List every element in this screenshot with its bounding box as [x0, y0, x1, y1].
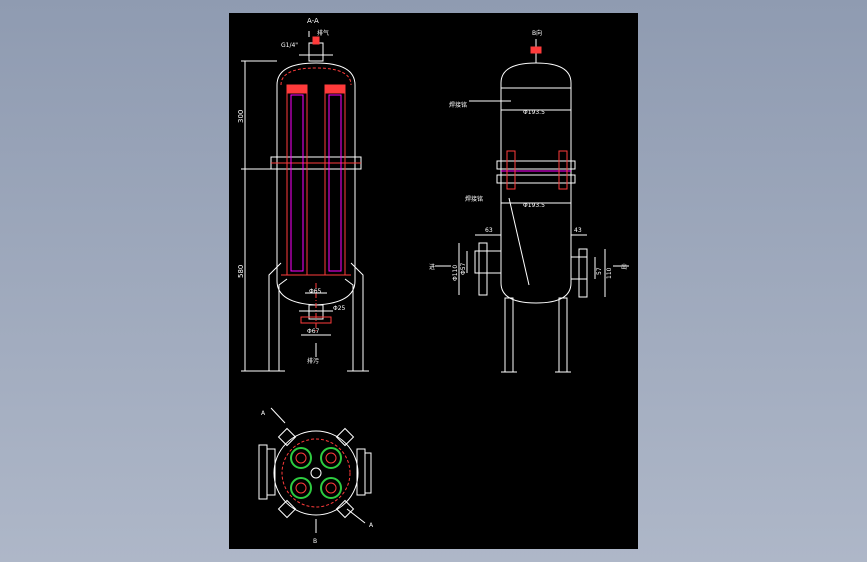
dim-outlet-inner: Φ65 — [309, 288, 322, 295]
view-b-top-head — [500, 62, 572, 84]
view-b-bottom-head — [500, 282, 572, 304]
nameplate-label-1: 焊接铭 — [449, 101, 467, 109]
element-core-3 — [295, 482, 307, 494]
top-head — [276, 62, 356, 86]
outlet-label: 出 — [621, 263, 627, 271]
element-circle-2 — [320, 447, 342, 469]
dim-outlet-flange: Φ25 — [333, 305, 346, 312]
leg-left-inner — [278, 278, 288, 371]
view-b-flange-upper — [496, 160, 576, 170]
view-b-leg-right — [558, 297, 568, 373]
vent-nozzle — [308, 42, 324, 62]
element-circle-1 — [290, 447, 312, 469]
inlet-nozzle — [474, 250, 502, 274]
filter-element-2-core — [328, 94, 342, 272]
center-drain — [310, 467, 322, 479]
view-b-label: B向 — [532, 29, 542, 37]
top-view-leg-bl — [277, 499, 297, 519]
top-view-flange-outer — [273, 430, 359, 516]
thread-spec-label: G1/4" — [281, 42, 298, 49]
element-2-top-cap — [324, 84, 346, 94]
leg-right-inner — [344, 278, 354, 371]
view-b-elevation — [435, 39, 629, 373]
view-b-flange-lower — [496, 174, 576, 184]
dim-nozzle-right-d2-text: 110 — [606, 267, 613, 279]
top-vent-valve — [530, 46, 542, 54]
top-view-nozzle-left-flange — [258, 444, 268, 500]
top-view-leg-tl — [277, 427, 297, 447]
bolt-right — [558, 150, 568, 190]
top-head-inner — [280, 67, 352, 86]
dim-nozzle-left-len-text: 63 — [485, 227, 493, 234]
drawing-sheet: A-A 排气 G1/4" 300 580 Φ65 Φ25 Φ67 排污 — [229, 13, 638, 549]
dim-lower-height: 580 — [237, 265, 245, 278]
nameplate-leader-2 — [508, 197, 530, 286]
section-line-a-top — [270, 407, 286, 424]
dim-bottom-flange: Φ67 — [307, 328, 320, 335]
element-core-1 — [295, 452, 307, 464]
section-line-a-bottom — [346, 508, 366, 524]
filter-element-2 — [324, 90, 346, 276]
vent-cap — [312, 36, 320, 45]
filter-element-1-core — [290, 94, 304, 272]
filter-element-1 — [286, 90, 308, 276]
element-core-2 — [325, 452, 337, 464]
nameplate-label-2: 焊接铭 — [465, 195, 483, 203]
element-1-top-cap — [286, 84, 308, 94]
dim-nozzle-right-len-text: 43 — [574, 227, 582, 234]
top-view-leg-tr — [335, 427, 355, 447]
top-view — [258, 407, 372, 533]
inlet-flange — [478, 242, 488, 296]
dim-upper-height: 300 — [237, 110, 245, 123]
dim-nozzle-left-d1-text: Φ110 — [452, 265, 459, 281]
vent-label: 排气 — [317, 29, 329, 37]
dim-nozzle-left-d2-text: Φ57 — [460, 262, 467, 275]
dim-shell-1-text: Φ193.5 — [523, 109, 545, 116]
outlet-flange — [578, 248, 588, 298]
section-marker-a1: A — [261, 410, 266, 417]
section-view-a-a — [241, 31, 369, 372]
top-view-bolt-circle — [281, 438, 351, 508]
section-marker-a2: A — [369, 522, 374, 529]
element-core-4 — [325, 482, 337, 494]
section-title: A-A — [307, 17, 319, 25]
drain-label: 排污 — [307, 357, 319, 365]
view-b-leg-left — [504, 297, 514, 373]
inlet-label: 进 — [429, 263, 435, 271]
cad-drawing: A-A 排气 G1/4" 300 580 Φ65 Φ25 Φ67 排污 — [237, 17, 629, 545]
leg-left-outer — [268, 262, 282, 371]
element-circle-4 — [320, 477, 342, 499]
bolt-left — [506, 150, 516, 190]
top-view-nozzle-right-flange — [364, 452, 372, 494]
dim-shell-2-text: Φ193.5 — [523, 202, 545, 209]
top-view-leg-br — [335, 499, 355, 519]
dim-nozzle-right-d1-text: 57 — [596, 267, 603, 275]
view-b-marker: B — [313, 538, 317, 545]
leg-right-outer — [350, 262, 364, 371]
element-circle-3 — [290, 477, 312, 499]
